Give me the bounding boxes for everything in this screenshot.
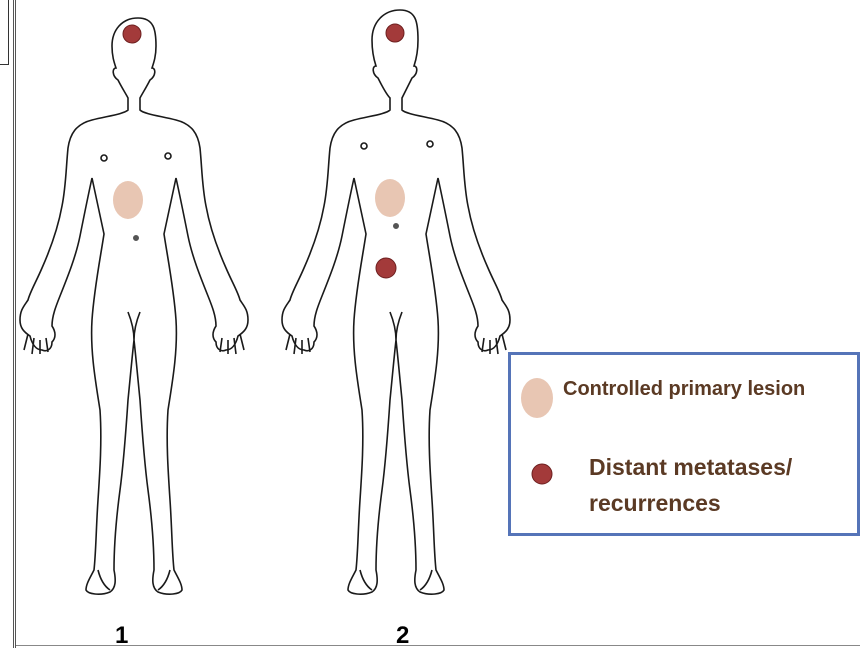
- body-figure-1: [20, 18, 248, 594]
- primary-lesion-marker-2: [375, 179, 405, 217]
- figure-label-1: 1: [115, 622, 128, 650]
- metastasis-swatch-icon: [529, 461, 559, 491]
- primary-lesion-swatch-icon: [517, 375, 557, 421]
- legend-label-primary-lesion: Controlled primary lesion: [563, 375, 805, 403]
- primary-lesion-marker-1: [113, 181, 143, 219]
- legend-label-metastasis-line1: Distant metatases/: [589, 451, 792, 483]
- metastasis-marker-abdomen-2: [376, 258, 396, 278]
- metastasis-marker-head-1: [123, 25, 141, 43]
- legend-label-metastasis-line2: recurrences: [589, 487, 721, 519]
- figure-label-2: 2: [396, 622, 409, 650]
- metastasis-marker-head-2: [386, 24, 404, 42]
- body-figure-2: [282, 10, 510, 594]
- legend-box: Controlled primary lesion Distant metata…: [508, 352, 860, 536]
